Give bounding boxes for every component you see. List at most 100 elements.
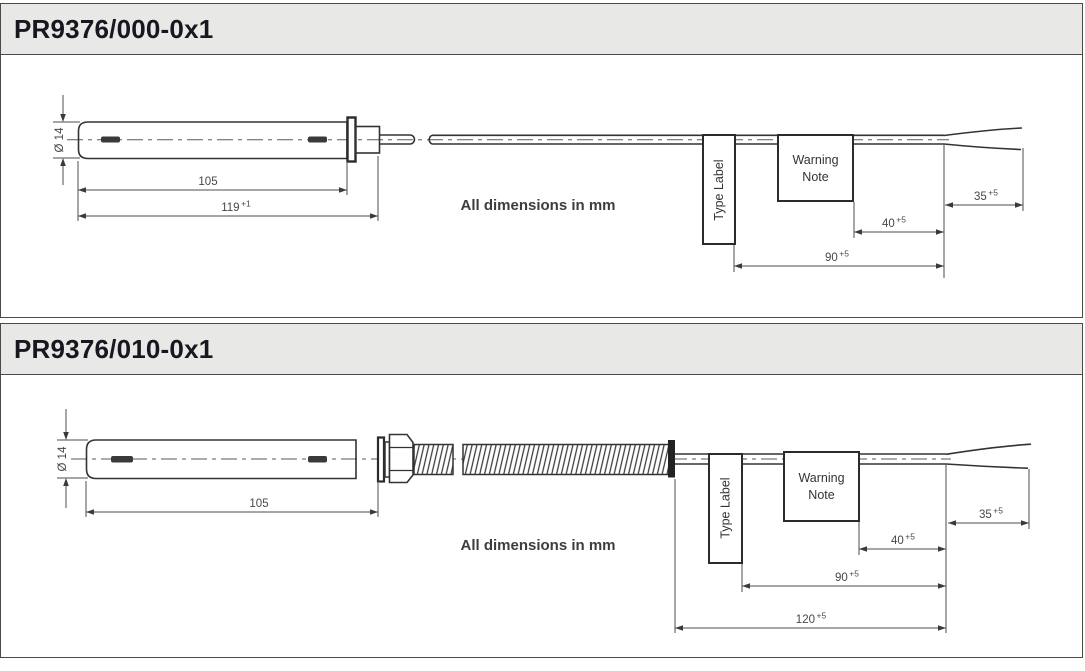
arrowhead [370,509,378,515]
dim-40-label: 40+5 [891,532,915,548]
dim-35-label: 35+5 [979,506,1003,522]
arrowhead [742,583,750,589]
dim-119-tolerance: +1 [241,199,251,209]
panel-010-title-bar: PR9376/010-0x1 [1,324,1082,375]
dim-119-label: 119+1 [221,199,251,215]
dimension-body-length [77,161,348,221]
dim-35-tolerance: +5 [993,506,1003,516]
dim-40-tolerance: +5 [896,215,906,225]
dim-40-label: 40+5 [882,215,906,231]
dim-35-tolerance: +5 [988,188,998,198]
dim-120-tolerance: +5 [816,611,826,621]
wire-ends [943,127,1023,151]
arrowhead [938,546,946,552]
dimension-body-length [85,481,379,517]
arrowhead [1021,520,1029,526]
arrowhead [936,229,944,235]
warning-note-line1: Warning [798,471,844,485]
cable-stub [379,134,416,145]
flange [346,116,357,163]
arrowhead [60,158,66,166]
diameter-label: Ø 14 [57,446,69,472]
dimension-inner-free [853,145,945,278]
dim-105-label: 105 [198,176,217,188]
mounting-slot [101,136,120,143]
panel-pr9376-010: PR9376/010-0x1 [0,323,1083,658]
dim-35-value: 35 [974,191,987,203]
mounting-slot [308,456,327,463]
dim-90-tolerance: +5 [849,569,859,579]
drawing-010: Ø 14 105 35+5 40+5 90+5 120+5 Type Label… [57,409,1032,633]
dim-90-value: 90 [825,252,838,264]
dimension-diameter [57,409,88,508]
dimension-overall-length [78,156,379,221]
arrowhead [938,625,946,631]
dim-40-value: 40 [882,218,895,230]
dimension-wire-strip [945,148,1024,211]
arrowhead [859,546,867,552]
type-label-text: Type Label [719,477,733,538]
dimension-diameter [53,95,80,185]
arrowhead [675,625,683,631]
arrowhead [370,213,378,219]
dimensions-note: All dimensions in mm [460,537,615,554]
dim-35-label: 35+5 [974,188,998,204]
cable [432,134,944,145]
type-label-box [708,453,743,564]
cable-break-cap [428,134,433,145]
wire-ends [945,443,1032,469]
panel-010-drawing-area: Ø 14 105 35+5 40+5 90+5 120+5 Type Label… [1,375,1082,657]
dim-120-value: 120 [796,614,815,626]
dim-90-label: 90+5 [835,569,859,585]
dimension-conduit [674,479,946,633]
arrowhead [339,187,347,193]
type-label-box [702,134,736,245]
arrowhead [78,187,86,193]
dim-35-value: 35 [979,509,992,521]
arrowhead [734,263,742,269]
arrowhead [945,202,953,208]
dim-90-label: 90+5 [825,249,849,265]
sensor-body [85,439,357,480]
panel-000-title-bar: PR9376/000-0x1 [1,4,1082,55]
panel-010-title: PR9376/010-0x1 [14,333,214,364]
diameter-label: Ø 14 [54,127,66,153]
gland-ring [376,436,386,483]
warning-note-box [783,451,860,522]
arrowhead [63,432,69,440]
dim-120-label: 120+5 [796,611,827,627]
dim-90-tolerance: +5 [839,249,849,259]
warning-note-box [777,134,854,202]
gland-nut [388,433,414,484]
sensor-body [77,121,348,160]
arrowhead [938,583,946,589]
panel-pr9376-000: PR9376/000-0x1 [0,3,1083,318]
drawing-000: Ø 14 105 119+1 35+5 40+5 90+5 Type Label… [53,95,1024,278]
dim-90-value: 90 [835,572,848,584]
dimension-outer-free [741,564,946,592]
dimensions-note: All dimensions in mm [460,197,615,214]
mounting-slot [308,136,327,143]
warning-note-line1: Warning [792,153,838,167]
arrowhead [936,263,944,269]
panel-000-drawing-area: Ø 14 105 119+1 35+5 40+5 90+5 Type Label… [1,55,1082,317]
arrowhead [78,213,86,219]
dimension-inner-free [858,465,947,633]
conduit-ferrule [668,440,675,478]
mounting-slot [111,456,133,463]
arrowhead [854,229,862,235]
arrowhead [60,114,66,122]
flexible-conduit [413,443,670,476]
dim-40-tolerance: +5 [905,532,915,542]
dimension-outer-free [733,245,944,272]
dim-119-value: 119 [221,202,239,214]
arrowhead [1015,202,1023,208]
dim-105-label: 105 [249,498,268,510]
warning-note-line2: Note [802,170,828,184]
arrowhead [63,478,69,486]
dimension-wire-strip [948,469,1030,529]
dim-40-value: 40 [891,535,904,547]
type-label-text: Type Label [712,159,726,220]
panel-000-title: PR9376/000-0x1 [14,13,214,44]
warning-note-line2: Note [808,488,834,502]
